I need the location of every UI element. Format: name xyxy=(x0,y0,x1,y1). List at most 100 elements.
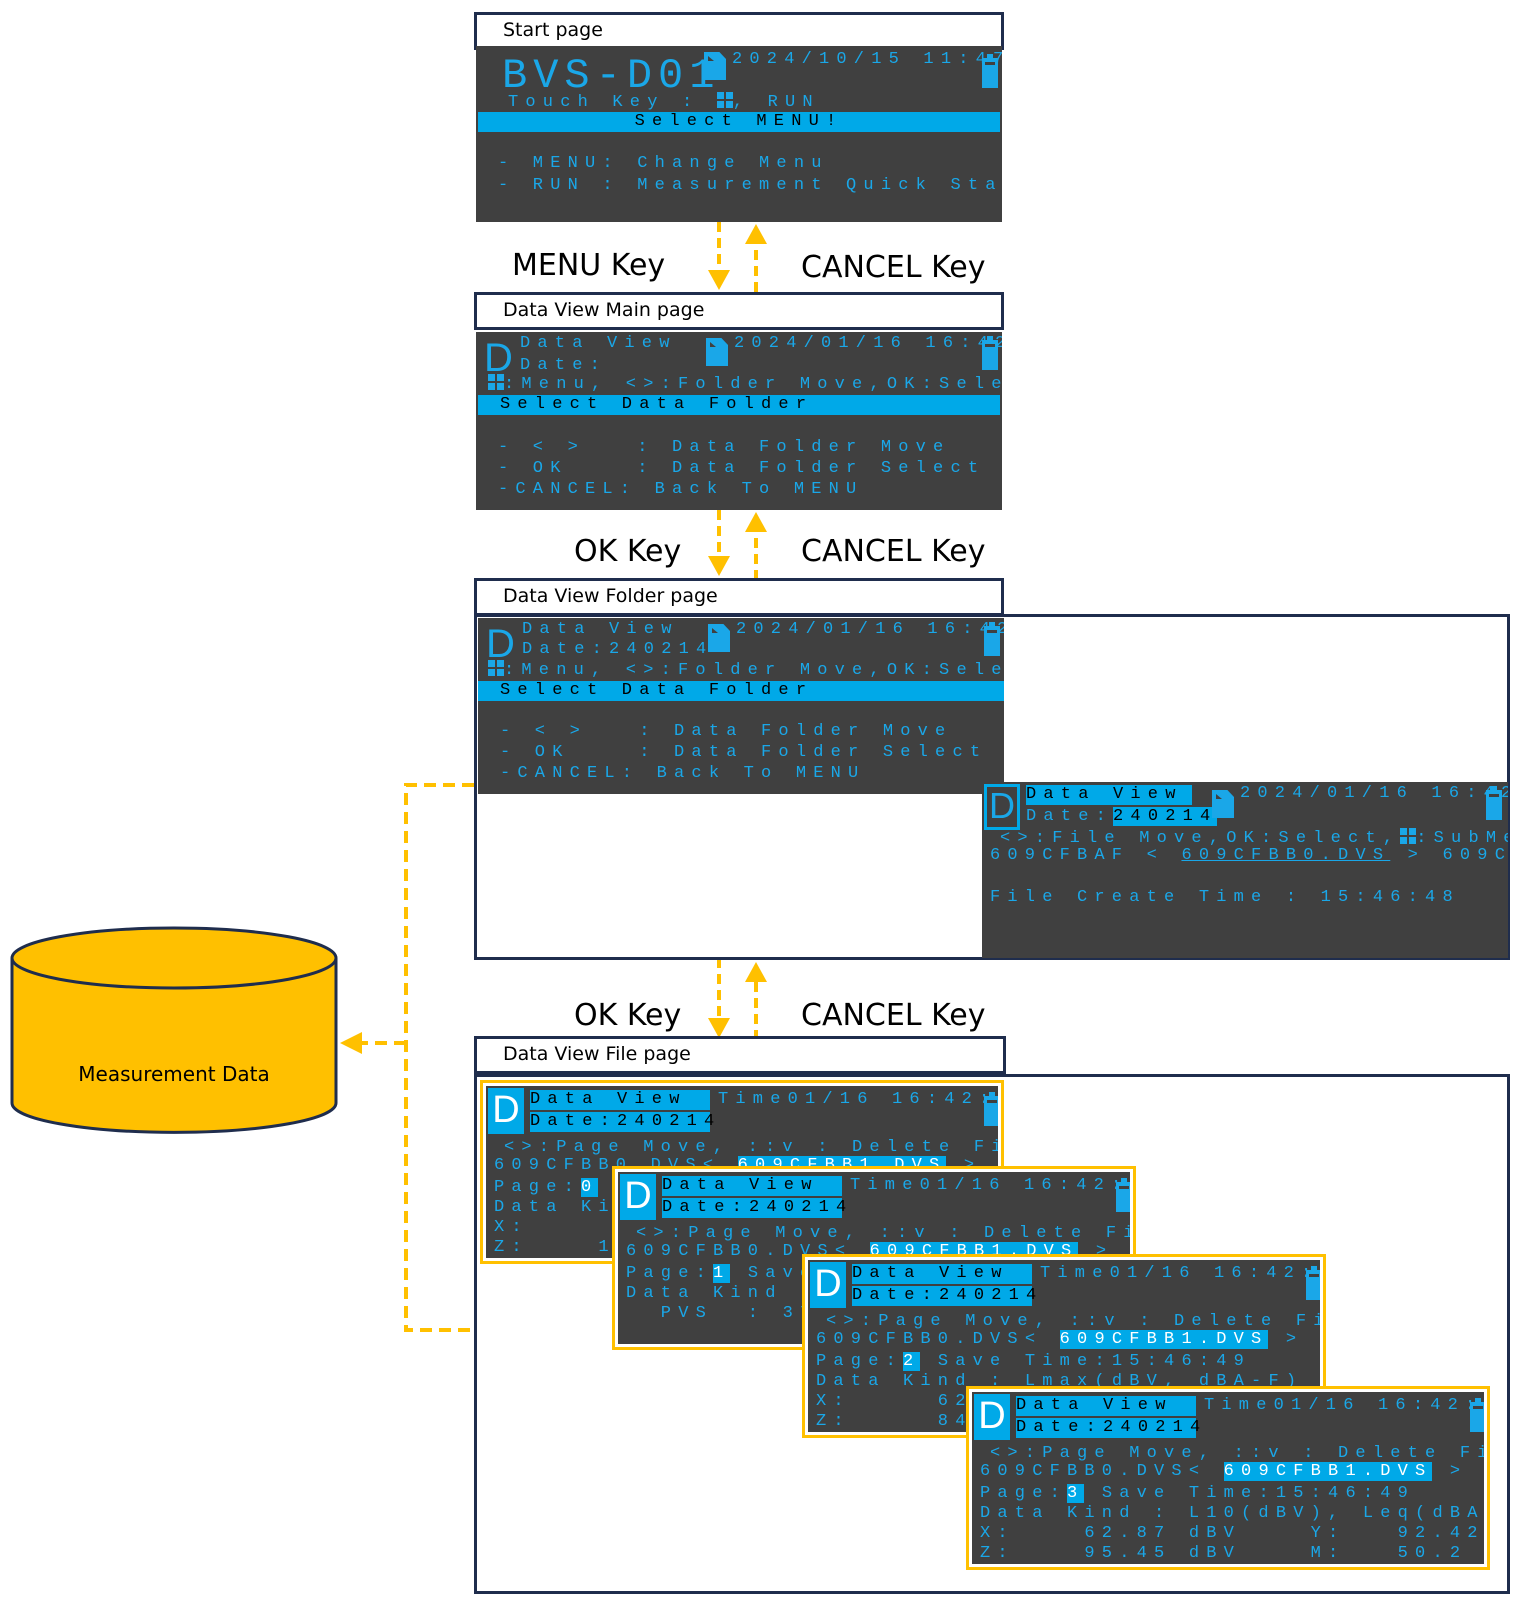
page-prefix: Page: xyxy=(980,1484,1068,1503)
hint-line: <>:Page Move, ::v : Delete Fie xyxy=(990,1444,1484,1463)
arrow-menu-key-down xyxy=(708,222,730,290)
file-icon xyxy=(706,338,728,366)
date-value: 240214 xyxy=(1103,1418,1208,1437)
page-number[interactable]: 2 xyxy=(903,1352,921,1371)
file-time: Time01/16 16:42:43 xyxy=(718,1090,998,1109)
file-page-frame xyxy=(474,1074,1510,1594)
next-file[interactable]: > 609CFBB2.DVS xyxy=(1449,1462,1468,1481)
instruction-line: -CANCEL: Back To MENU xyxy=(500,764,866,783)
data-view-mode-icon: D xyxy=(486,622,515,666)
ok-key-label: OK Key xyxy=(574,534,682,569)
main-page-label: Data View Main page xyxy=(474,292,1004,330)
instruction-line: - MENU: Change Menu xyxy=(498,154,829,173)
datetime: 2024/01/16 16:42 xyxy=(736,620,1004,639)
hint-suffix: :SubMenu xyxy=(1416,829,1508,848)
page-number[interactable]: 3 xyxy=(1067,1484,1085,1503)
select-menu-banner: Select MENU! xyxy=(478,112,1000,132)
file-time: Time01/16 16:42:43 xyxy=(1040,1264,1320,1283)
data-kind: Data Kind : xyxy=(626,1284,818,1303)
instruction-line: - OK : Data Folder Select xyxy=(500,743,988,762)
file-navigator: 609CFBAF < 609CFBB0.DVS > 609CFBB2 xyxy=(990,846,1508,866)
battery-icon xyxy=(1306,1266,1320,1300)
select-folder-banner: Select Data Folder xyxy=(478,681,1004,701)
hint-line: :Menu, <>:Folder Move,OK:Select xyxy=(488,660,1004,681)
database-label: Measurement Data xyxy=(78,1062,270,1086)
battery-icon xyxy=(1486,786,1502,820)
menu-grid-icon xyxy=(1400,828,1417,844)
menu-grid-icon xyxy=(488,660,504,676)
data-view-mode-icon: D xyxy=(974,1394,1010,1440)
prev-file[interactable]: 609CFBAF xyxy=(990,846,1130,865)
touch-key-suffix: , RUN xyxy=(732,93,820,112)
folder-page-label: Data View Folder page xyxy=(474,578,1004,616)
value-row: X: 62.87 dBV Y: 92.42 dBV xyxy=(980,1524,1484,1543)
file-navigator: 609CFBB0.DVS< 609CFBB1.DVS > 609CFBB2.DV… xyxy=(816,1330,1320,1350)
screen-title: Data View xyxy=(852,1264,1032,1284)
next-file[interactable]: > 609CFBB2.DVS xyxy=(1095,1242,1114,1261)
next-file[interactable]: > 609CFBB2.DVS xyxy=(1285,1330,1304,1349)
battery-icon xyxy=(982,336,998,370)
current-file[interactable]: 609CFBB1.DVS xyxy=(1059,1330,1269,1349)
folder-page-screen: D Data View Date:240214 2024/01/16 16:42… xyxy=(478,618,1004,794)
touch-key-hint: Touch Key : , RUN xyxy=(508,92,820,113)
battery-icon xyxy=(1470,1398,1484,1432)
screen-title: Data View xyxy=(1026,785,1192,805)
screen-title: Data View xyxy=(530,1090,710,1110)
file-data-card: D Data View Time01/16 16:42:43 Date:2402… xyxy=(966,1386,1490,1570)
save-time: Save Time:15:46:49 xyxy=(920,1352,1252,1371)
data-view-mode-icon: D xyxy=(484,336,513,380)
hint-line: <>:File Move,OK:Select,:SubMenu xyxy=(1000,828,1508,849)
next-file[interactable]: > 609CFBB2.DVS xyxy=(964,1156,998,1175)
current-file[interactable]: 609CFBB1.DVS xyxy=(1223,1462,1433,1481)
date-value: 240214 xyxy=(1113,807,1218,826)
date-prefix: Date: xyxy=(662,1198,750,1217)
start-page-label: Start page xyxy=(474,12,1004,50)
touch-key-prefix: Touch Key : xyxy=(508,93,717,112)
instruction-line: - OK : Data Folder Select xyxy=(498,459,986,478)
page-number[interactable]: 1 xyxy=(713,1264,731,1283)
battery-icon xyxy=(1116,1178,1130,1212)
prev-file[interactable]: 609CFBB0.DVS< xyxy=(980,1462,1207,1481)
file-data-screen: D Data View Time01/16 16:42:43 Date:2402… xyxy=(972,1392,1484,1564)
date-prefix: Date: xyxy=(530,1112,618,1131)
hint-line: <>:Page Move, ::v : Delete Fie xyxy=(826,1312,1320,1331)
screen-title: Data View xyxy=(1016,1396,1196,1416)
date-field: Date:240214 xyxy=(1016,1418,1200,1438)
date-field: Date:240214 xyxy=(530,1112,714,1132)
page-line: Page:3 Save Time:15:46:49 xyxy=(980,1484,1415,1504)
save-time: Save Time:15:46:49 xyxy=(1084,1484,1416,1503)
datetime: 2024/10/15 11:47 xyxy=(732,50,1002,69)
date-field: Date:240214 xyxy=(522,640,714,659)
arrow-cancel-key-up xyxy=(745,224,767,292)
battery-icon xyxy=(984,622,1000,656)
date-field: Date: xyxy=(520,356,608,375)
screen-title: Data View xyxy=(662,1176,842,1196)
ok-key-label: OK Key xyxy=(574,998,682,1033)
database-cylinder-icon xyxy=(10,926,338,1134)
page-number[interactable]: 0 xyxy=(581,1178,599,1197)
date-field: Date:240214 xyxy=(852,1286,1036,1306)
file-time: Time01/16 16:42:43 xyxy=(850,1176,1130,1195)
arrow-ok-key-down xyxy=(708,510,730,576)
current-file[interactable]: 609CFBB0.DVS xyxy=(1181,846,1391,865)
arrow-to-database xyxy=(340,783,474,1332)
page-line: Page:2 Save Time:15:46:49 xyxy=(816,1352,1251,1372)
prev-file[interactable]: 609CFBB0.DVS< xyxy=(626,1242,853,1261)
datetime: 2024/01/16 16:42 xyxy=(734,334,1002,353)
date-field: Date:240214 xyxy=(1026,807,1218,827)
save-time: Save xyxy=(730,1264,818,1283)
data-view-mode-icon: D xyxy=(810,1262,846,1308)
file-icon xyxy=(708,624,730,652)
file-time: Time01/16 16:42:43 xyxy=(1204,1396,1484,1415)
page-line: Page:1 Save xyxy=(626,1264,817,1284)
select-folder-banner: Select Data Folder xyxy=(478,395,1000,415)
date-prefix: Date: xyxy=(1016,1418,1104,1437)
file-create-time: File Create Time : 15:46:48 xyxy=(990,888,1460,907)
hint-line: <>:Page Move, ::v : Delete Fie xyxy=(636,1224,1130,1243)
date-value: 240214 xyxy=(617,1112,722,1131)
next-file[interactable]: 609CFBB2 xyxy=(1442,846,1508,865)
start-page-screen: BVS-D01 2024/10/15 11:47 Touch Key : , R… xyxy=(476,46,1002,222)
prev-file[interactable]: 609CFBB0.DVS< xyxy=(816,1330,1043,1349)
arrow-cancel-key-up xyxy=(745,512,767,580)
